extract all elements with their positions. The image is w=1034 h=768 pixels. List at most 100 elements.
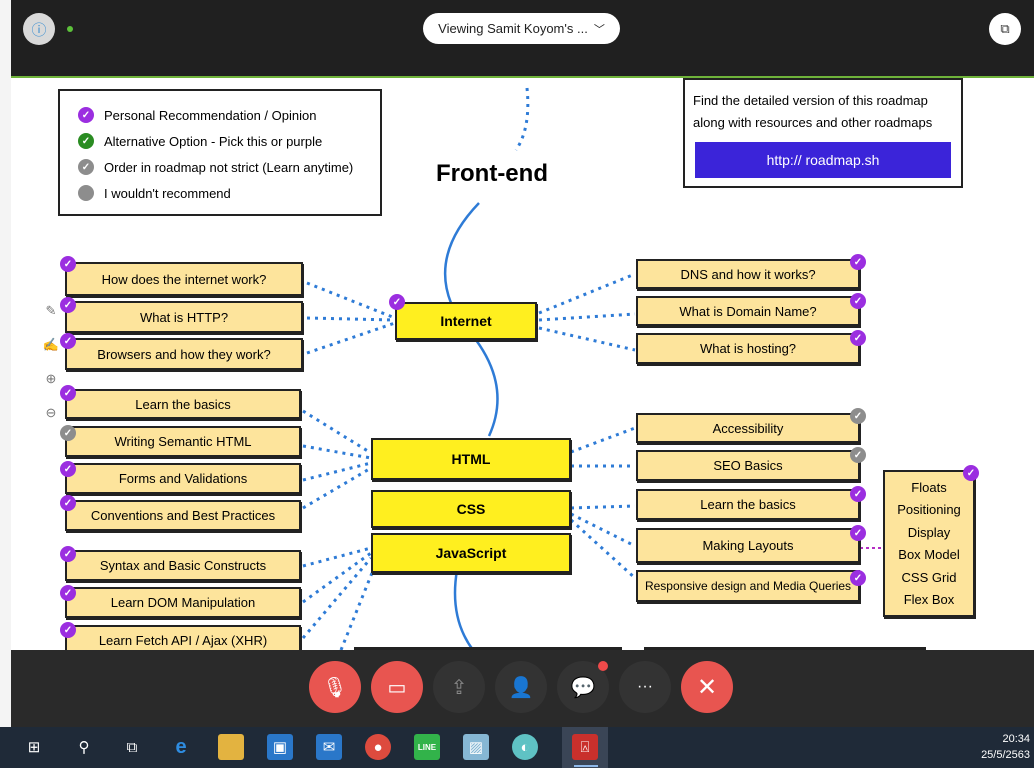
check-icon: ✓ (850, 254, 866, 270)
check-icon: ✓ (850, 330, 866, 346)
store-icon[interactable]: ▣ (267, 734, 293, 760)
legend-item: ✓ Alternative Option - Pick this or purpl… (78, 133, 322, 149)
node-topic[interactable]: DNS and how it works? (636, 259, 860, 289)
participants-icon[interactable]: 👤 (495, 661, 547, 713)
legend-item: ✓ Personal Recommendation / Opinion (78, 107, 316, 123)
clock-date: 25/5/2563 (981, 749, 1030, 761)
check-icon: ✓ (78, 159, 94, 175)
node-topic[interactable]: What is HTTP? (65, 301, 303, 333)
check-icon: ✓ (963, 465, 979, 481)
shared-screen: ✓ Personal Recommendation / Opinion ✓ Alte… (11, 78, 1034, 650)
node-internet[interactable]: Internet (395, 302, 537, 340)
check-icon: ✓ (60, 333, 76, 349)
zoom-in-icon[interactable]: ⊕ (45, 371, 57, 386)
check-icon: ✓ (60, 495, 76, 511)
check-icon: ✓ (60, 461, 76, 477)
annotation-tools: ✎ ✍ ⊕ ⊖ (36, 294, 66, 434)
node-javascript[interactable]: JavaScript (371, 533, 571, 573)
mic-off-icon[interactable]: 🎙 (309, 661, 361, 713)
search-icon[interactable]: ⚲ (78, 739, 90, 756)
promo-text: Find the detailed version of this roadma… (693, 93, 933, 130)
promo-box: Find the detailed version of this roadma… (683, 78, 963, 188)
node-topic[interactable]: Learn the basics (65, 389, 301, 419)
zoom-out-icon[interactable]: ⊖ (45, 405, 57, 420)
check-icon: ✓ (389, 294, 405, 310)
cut-off-node (644, 647, 926, 650)
file-explorer-icon[interactable] (218, 734, 244, 760)
end-call-icon[interactable]: ✕ (681, 661, 733, 713)
pen-icon[interactable]: ✎ (45, 303, 57, 318)
legend-label: I wouldn't recommend (104, 185, 231, 201)
chat-notification-dot (598, 661, 608, 671)
connection-status-dot (67, 26, 73, 32)
pdf-reader-icon[interactable]: ⍓ (572, 734, 598, 760)
node-topic[interactable]: What is hosting? (636, 333, 860, 364)
edge-icon[interactable]: e (175, 735, 187, 758)
legend-label: Personal Recommendation / Opinion (104, 107, 317, 123)
node-topic[interactable]: What is Domain Name? (636, 296, 860, 326)
active-indicator (574, 765, 598, 767)
node-css[interactable]: CSS (371, 490, 571, 528)
app-icon[interactable]: ▨ (463, 734, 489, 760)
node-topic[interactable]: Conventions and Best Practices (65, 500, 301, 531)
check-icon: ✓ (850, 570, 866, 586)
info-icon[interactable]: ⓘ (23, 13, 55, 45)
highlighter-icon[interactable]: ✍ (42, 337, 60, 352)
legend: ✓ Personal Recommendation / Opinion ✓ Alte… (58, 89, 382, 216)
node-topic[interactable]: Responsive design and Media Queries (636, 570, 860, 602)
check-icon: ✓ (850, 408, 866, 424)
check-icon: ✓ (60, 256, 76, 272)
legend-item: I wouldn't recommend (78, 185, 231, 201)
legend-label: Order in roadmap not strict (Learn anyti… (104, 159, 354, 175)
check-icon: ✓ (60, 622, 76, 638)
task-view-icon[interactable]: ⧉ (126, 738, 138, 756)
layout-item: Positioning (897, 502, 961, 518)
video-off-icon[interactable]: ▭ (371, 661, 423, 713)
node-topic[interactable]: Making Layouts (636, 528, 860, 563)
viewing-label: Viewing Samit Koyom's ... (438, 21, 588, 36)
dot-icon (78, 185, 94, 201)
node-topic[interactable]: Syntax and Basic Constructs (65, 550, 301, 581)
check-icon: ✓ (60, 385, 76, 401)
layout-item: Floats (911, 479, 947, 495)
node-topic[interactable]: Learn the basics (636, 489, 860, 520)
cut-off-node (354, 647, 622, 650)
node-topic[interactable]: Learn DOM Manipulation (65, 587, 301, 618)
node-topic[interactable]: Writing Semantic HTML (65, 426, 301, 457)
system-clock[interactable]: 20:34 25/5/2563 (978, 731, 1030, 763)
viewing-dropdown[interactable]: Viewing Samit Koyom's ... ﹀ (423, 13, 620, 44)
node-topic[interactable]: Forms and Validations (65, 463, 301, 494)
mail-icon[interactable]: ✉ (316, 734, 342, 760)
start-icon[interactable]: ⊞ (27, 739, 41, 756)
more-icon[interactable]: ··· (619, 661, 671, 713)
node-topic[interactable]: How does the internet work? (65, 262, 303, 296)
node-topic[interactable]: Learn Fetch API / Ajax (XHR) (65, 625, 301, 650)
node-topic[interactable]: Accessibility (636, 413, 860, 443)
layout-item: Box Model (898, 547, 960, 563)
call-controls: 🎙 ▭ ⇪ 👤 💬 ··· ✕ (11, 650, 1034, 727)
roadmap-link[interactable]: http:// roadmap.sh (695, 142, 951, 178)
legend-label: Alternative Option - Pick this or purple (104, 133, 323, 149)
layout-item: Display (907, 524, 951, 540)
node-topic[interactable]: SEO Basics (636, 450, 860, 481)
layouts-box[interactable]: Floats Positioning Display Box Model CSS… (883, 470, 975, 617)
layout-item: Flex Box (903, 592, 955, 608)
webex-icon[interactable]: ◐ (512, 734, 538, 760)
layout-item: CSS Grid (901, 569, 957, 585)
node-topic[interactable]: Browsers and how they work? (65, 338, 303, 370)
roadmap-title: Front-end (436, 160, 548, 187)
check-icon: ✓ (78, 107, 94, 123)
legend-item: ✓ Order in roadmap not strict (Learn anyt… (78, 159, 353, 175)
check-icon: ✓ (78, 133, 94, 149)
check-icon: ✓ (850, 486, 866, 502)
check-icon: ✓ (850, 447, 866, 463)
check-icon: ✓ (60, 425, 76, 441)
check-icon: ✓ (60, 546, 76, 562)
popout-icon[interactable]: ⧉ (989, 13, 1021, 45)
clock-time: 20:34 (1002, 733, 1030, 745)
share-icon[interactable]: ⇪ (433, 661, 485, 713)
node-html[interactable]: HTML (371, 438, 571, 480)
check-icon: ✓ (60, 585, 76, 601)
line-icon[interactable]: LINE (414, 734, 440, 760)
chrome-icon[interactable]: ● (365, 734, 391, 760)
